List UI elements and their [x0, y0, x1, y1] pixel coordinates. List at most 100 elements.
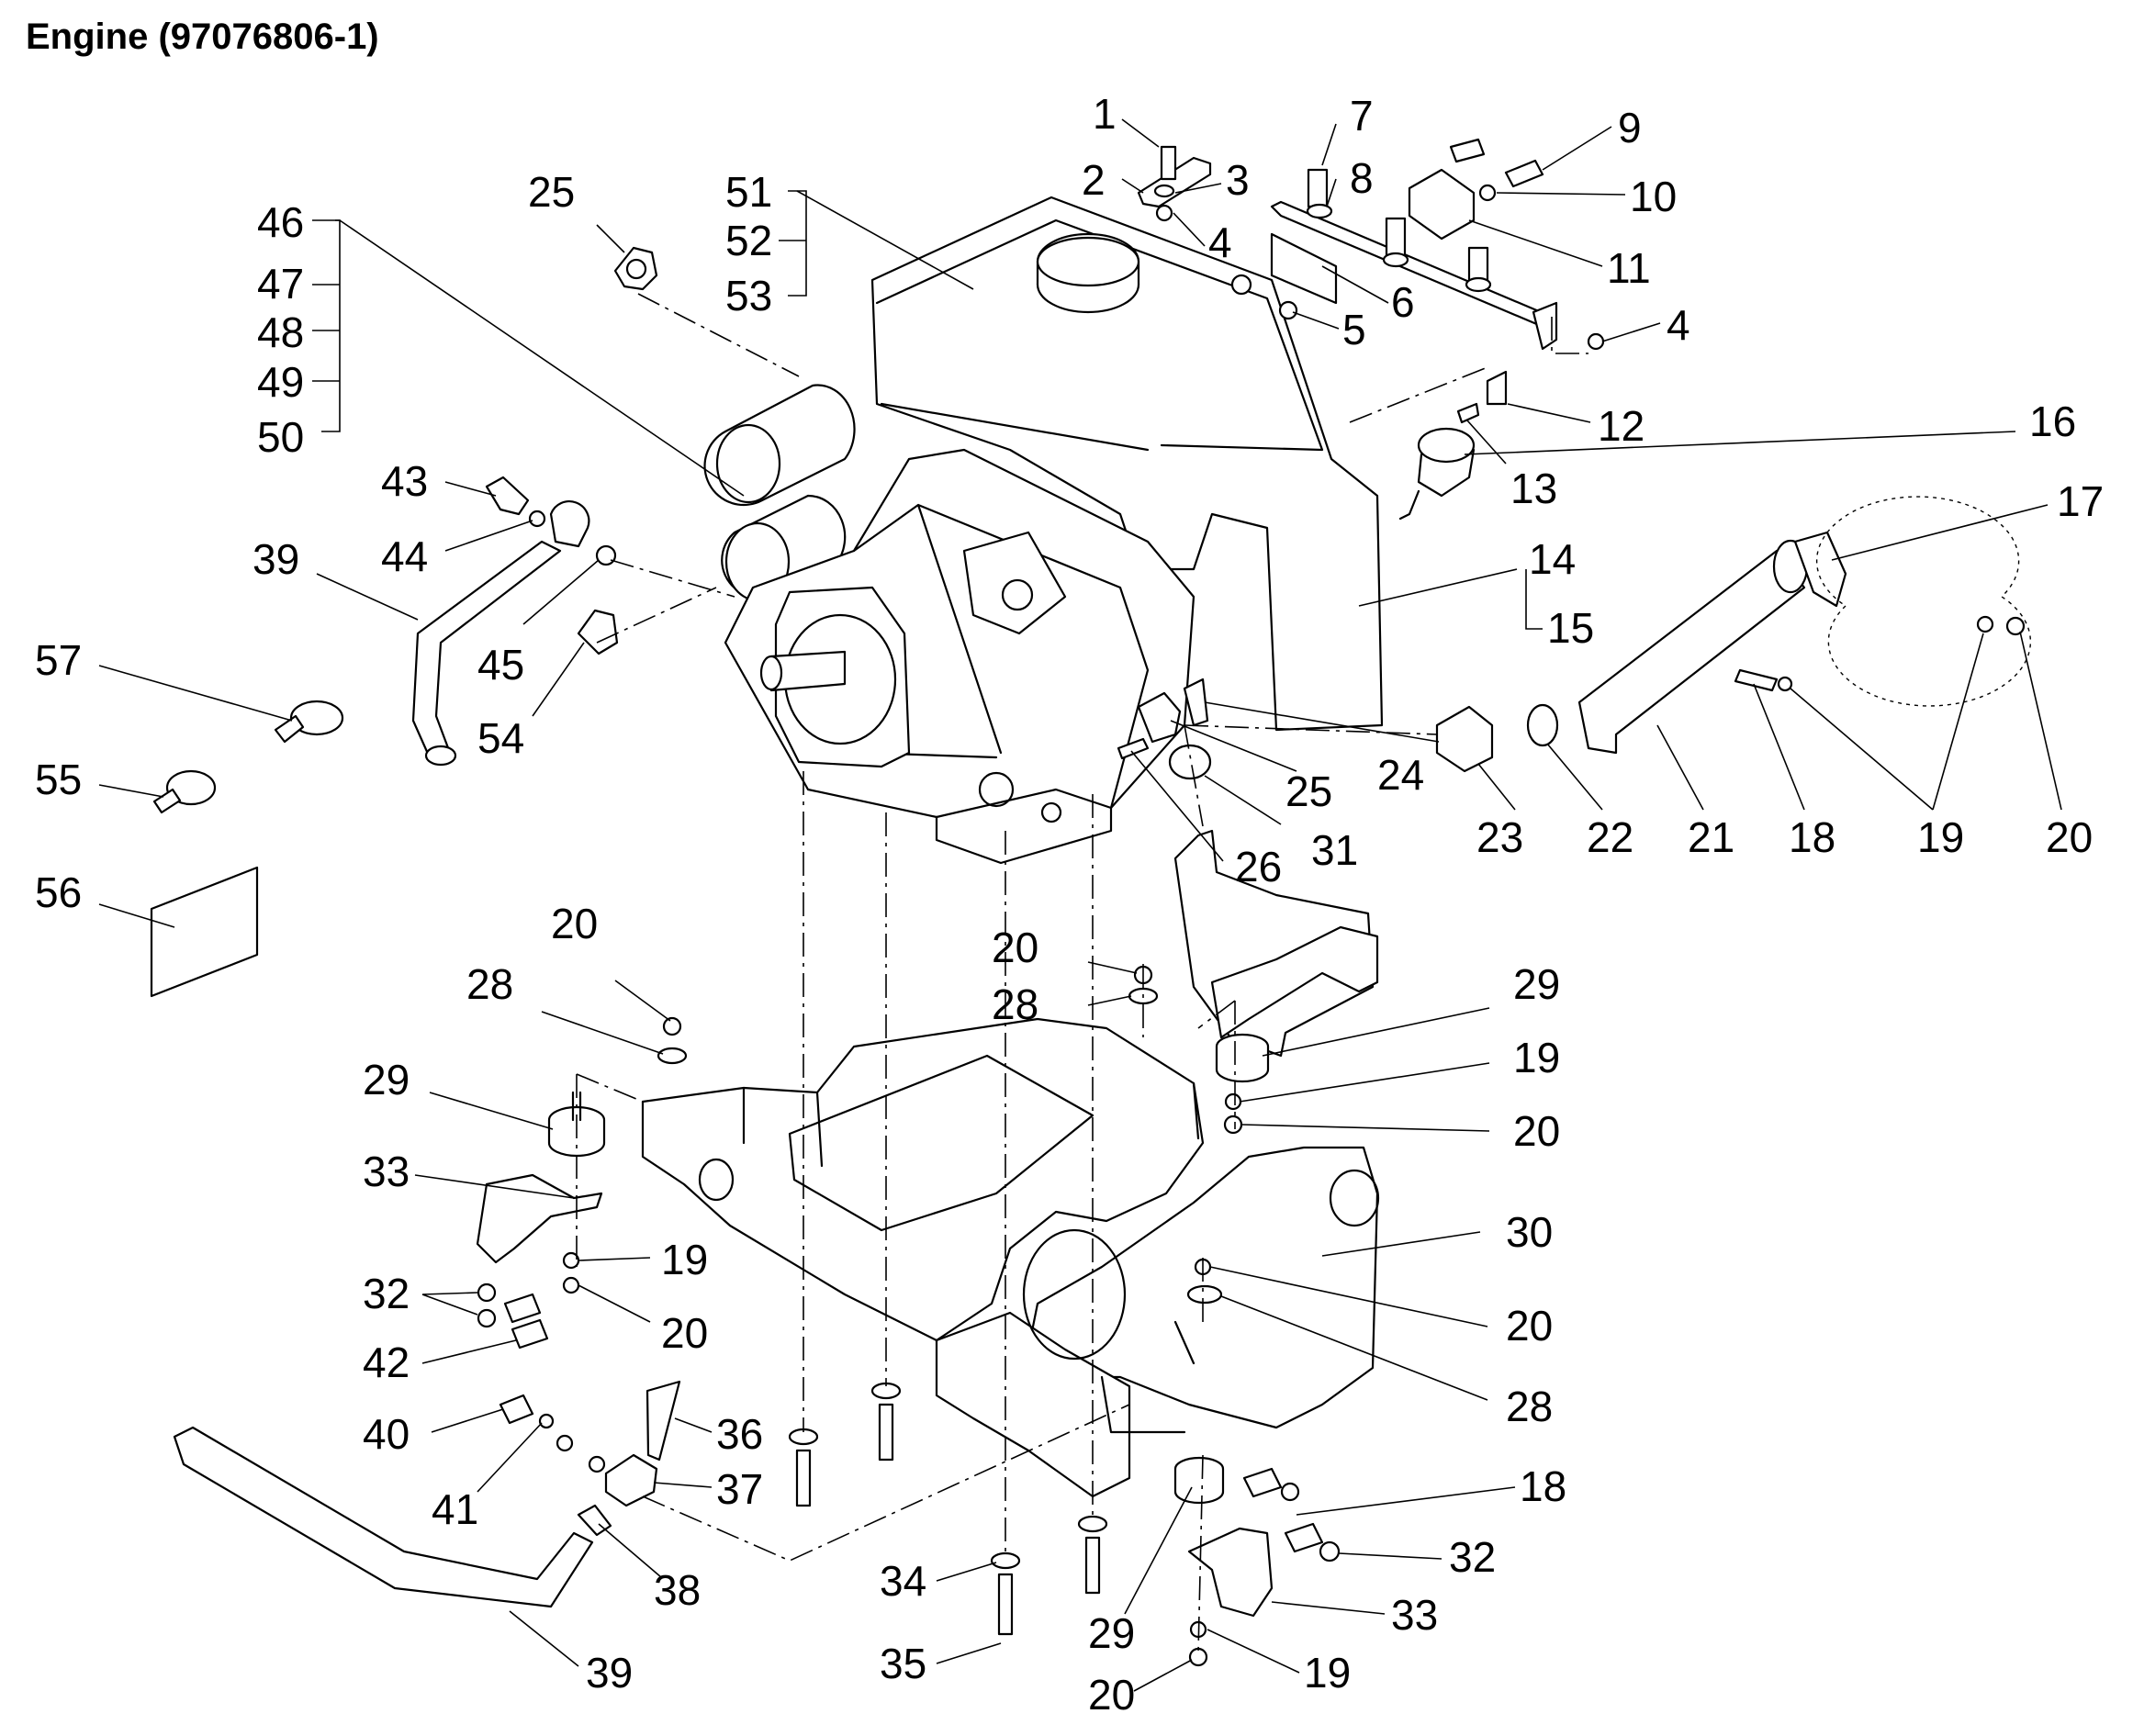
- screw-13: [1456, 402, 1480, 424]
- loose-parts-group: [150, 700, 344, 998]
- clamp-54: [577, 609, 619, 655]
- left-mount-hardware: [476, 1016, 688, 1350]
- bracket-alignment-line: [1349, 317, 1588, 423]
- leader-lines: [98, 118, 2062, 1692]
- callout-30: 30: [1506, 1208, 1553, 1256]
- callout-32-left: 32: [363, 1270, 410, 1317]
- callout-50: 50: [257, 413, 304, 461]
- clamp-57-tab: [274, 714, 305, 744]
- callout-53: 53: [725, 272, 772, 319]
- clamp-55: [165, 769, 217, 806]
- assembly-centerlines: [576, 724, 1236, 1653]
- washer-32-l2: [477, 1308, 497, 1328]
- bolt-7: [1307, 168, 1329, 208]
- throttle-bracket-group: [1137, 138, 1605, 424]
- callout-38: 38: [654, 1566, 701, 1614]
- callout-33-left: 33: [363, 1148, 410, 1195]
- bolt-42-a: [503, 1293, 542, 1324]
- callout-20-left: 20: [551, 900, 598, 947]
- callout-6: 6: [1391, 278, 1415, 326]
- callout-18-top: 18: [1789, 813, 1835, 861]
- callout-22: 22: [1587, 813, 1633, 861]
- callout-20-left2: 20: [661, 1309, 708, 1357]
- bolt-18: [1734, 668, 1779, 692]
- callout-29-right: 29: [1513, 960, 1560, 1008]
- callout-42: 42: [363, 1338, 410, 1386]
- tube-clamp-17: [1793, 531, 1847, 608]
- nut-4-a: [1155, 204, 1173, 222]
- fuel-cap-lid: [1036, 236, 1140, 287]
- plate-tab: [1532, 301, 1558, 351]
- axis-left-mount: [576, 1073, 644, 1267]
- callout-5: 5: [1342, 306, 1366, 353]
- callout-40: 40: [363, 1410, 410, 1458]
- callout-25-lower: 25: [1285, 767, 1332, 815]
- callout-28-center: 28: [992, 980, 1038, 1028]
- callout-4-b: 4: [1667, 301, 1690, 349]
- diagram-title: Engine (97076806-1): [26, 17, 379, 57]
- callout-12: 12: [1598, 402, 1644, 450]
- callout-51: 51: [725, 168, 772, 216]
- bolt-42-b: [511, 1318, 549, 1350]
- washer-10: [1478, 184, 1497, 202]
- callout-41: 41: [432, 1485, 478, 1533]
- bolt-upper: [1449, 138, 1486, 163]
- muffler-upper-end: [715, 423, 781, 504]
- callout-14: 14: [1529, 535, 1576, 583]
- frame-edge-detail: [742, 1081, 1200, 1434]
- dipstick-cap-16-top: [1417, 427, 1476, 464]
- washer-41b: [556, 1434, 574, 1452]
- hose-39-end: [424, 745, 457, 767]
- bolt-35-c: [997, 1573, 1014, 1636]
- callout-29-left: 29: [363, 1056, 410, 1103]
- callout-55: 55: [35, 756, 82, 803]
- clamp-55-tab: [152, 788, 182, 814]
- washer-19-r3: [1224, 1092, 1242, 1111]
- adapter-23: [1435, 705, 1494, 773]
- valve-body-37: [604, 1453, 658, 1507]
- washer-32-l: [477, 1282, 497, 1303]
- bolt-40: [499, 1394, 534, 1425]
- callout-7: 7: [1350, 92, 1374, 140]
- nut-20-l2: [562, 1276, 580, 1294]
- bracket-6: [1270, 232, 1338, 305]
- callout-19-top: 19: [1917, 813, 1964, 861]
- callout-35: 35: [880, 1640, 926, 1687]
- nut-20-l: [662, 1016, 682, 1036]
- clip-12: [1486, 370, 1508, 406]
- callout-1: 1: [1093, 90, 1117, 138]
- callout-28-left: 28: [466, 960, 513, 1008]
- axis-right-mount: [1197, 1000, 1236, 1129]
- fuel-valve-group: [173, 1380, 1130, 1608]
- callout-23: 23: [1476, 813, 1523, 861]
- engine-assembly: [703, 196, 1384, 865]
- callout-18-bottom: 18: [1520, 1462, 1566, 1510]
- frame-upright: [1210, 925, 1379, 1039]
- callout-33-bottom: 33: [1391, 1591, 1438, 1639]
- dipstick-reference-outline: [1815, 496, 2032, 707]
- callout-16: 16: [2029, 398, 2076, 445]
- fitting-43: [485, 476, 530, 516]
- washer-19-r2: [1976, 615, 1994, 633]
- hose-clamp-25-top: [613, 246, 800, 377]
- crankcase-boss: [962, 531, 1067, 635]
- washer-8: [1306, 203, 1333, 219]
- callout-4-a: 4: [1208, 218, 1232, 266]
- callout-48: 48: [257, 308, 304, 356]
- callout-20-bottom: 20: [1088, 1671, 1135, 1719]
- pin-36: [645, 1380, 681, 1462]
- fill-tube-21: [1577, 549, 1806, 755]
- callout-57: 57: [35, 636, 82, 684]
- washer-32-b: [1319, 1540, 1341, 1562]
- screw-26: [1117, 737, 1150, 760]
- callout-20-frame: 20: [1506, 1302, 1553, 1350]
- axis-rear-mount: [1197, 1258, 1204, 1653]
- bolt-mid-1: [1385, 217, 1407, 257]
- washer-28-l: [657, 1047, 688, 1065]
- bolt-35-a: [795, 1449, 812, 1507]
- callout-21: 21: [1688, 813, 1734, 861]
- nut-4-b: [1587, 332, 1605, 351]
- callout-24: 24: [1377, 751, 1424, 799]
- boss-hole: [1001, 578, 1034, 611]
